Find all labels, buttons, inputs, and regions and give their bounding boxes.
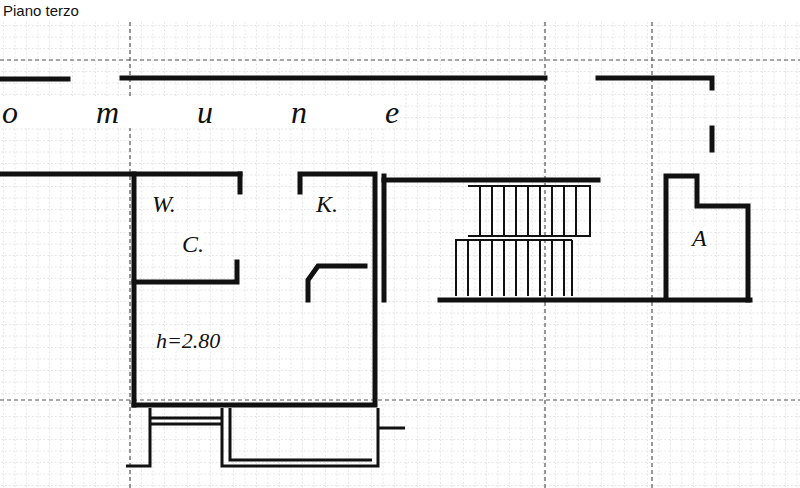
stairs (456, 186, 590, 296)
plan-title: Piano terzo (3, 3, 79, 18)
room-label: K. (316, 192, 338, 216)
room-label: W. (152, 192, 176, 216)
height-dimension: h=2.80 (156, 330, 220, 352)
balconies (126, 408, 405, 466)
area-name: o m u n e (2, 96, 399, 128)
grid-paper (0, 22, 800, 488)
major-grid (0, 22, 800, 488)
walls (0, 78, 750, 405)
room-label: A (692, 226, 707, 250)
room-label: C. (182, 232, 204, 256)
